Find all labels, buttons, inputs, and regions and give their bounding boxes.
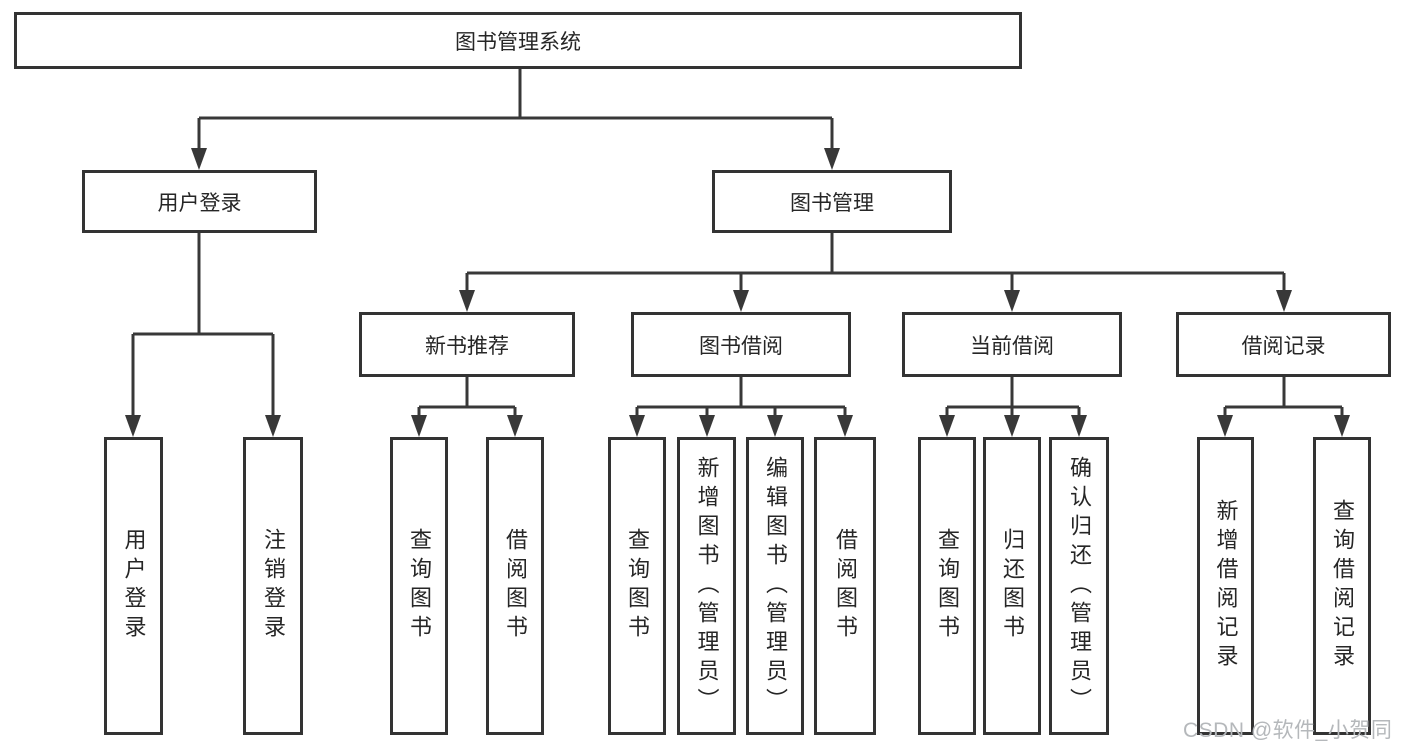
connector-book-borrowing-to-leaves: [629, 377, 853, 437]
leaf-add-books-admin: 新增图书（管理员）: [677, 437, 736, 735]
leaf-confirm-return-admin: 确认归还（管理员）: [1049, 437, 1109, 735]
connector-borrowing-records-to-leaves: [1217, 377, 1350, 437]
leaf-search-borrow-record: 查询借阅记录: [1313, 437, 1371, 735]
connector-new-book-recommendation-to-leaves: [411, 377, 523, 437]
leaf-logout-login: 注销登录: [243, 437, 303, 735]
node-new-book-recommendation: 新书推荐: [359, 312, 575, 377]
leaf-search-books-current: 查询图书: [918, 437, 976, 735]
leaf-borrow-books: 借阅图书: [814, 437, 876, 735]
csdn-watermark: CSDN @软件_小贺同学: [1183, 719, 1393, 742]
leaf-return-books: 归还图书: [983, 437, 1041, 735]
leaf-user-login: 用户登录: [104, 437, 163, 735]
node-borrowing-records: 借阅记录: [1176, 312, 1391, 377]
leaf-borrow-books-recommend: 借阅图书: [486, 437, 544, 735]
node-book-management: 图书管理: [712, 170, 952, 233]
node-library-system: 图书管理系统: [14, 12, 1022, 69]
node-current-borrowing: 当前借阅: [902, 312, 1122, 377]
node-user-login: 用户登录: [82, 170, 317, 233]
leaf-edit-books-admin: 编辑图书（管理员）: [746, 437, 804, 735]
node-book-borrowing: 图书借阅: [631, 312, 851, 377]
leaf-search-books-borrow: 查询图书: [608, 437, 666, 735]
connector-book-management-to-level3: [459, 233, 1292, 312]
connector-current-borrowing-to-leaves: [939, 377, 1087, 437]
leaf-add-borrow-record: 新增借阅记录: [1197, 437, 1254, 735]
connector-root-to-level2: [191, 68, 840, 170]
connector-user-login-to-leaves: [125, 233, 281, 437]
leaf-search-books-recommend: 查询图书: [390, 437, 448, 735]
